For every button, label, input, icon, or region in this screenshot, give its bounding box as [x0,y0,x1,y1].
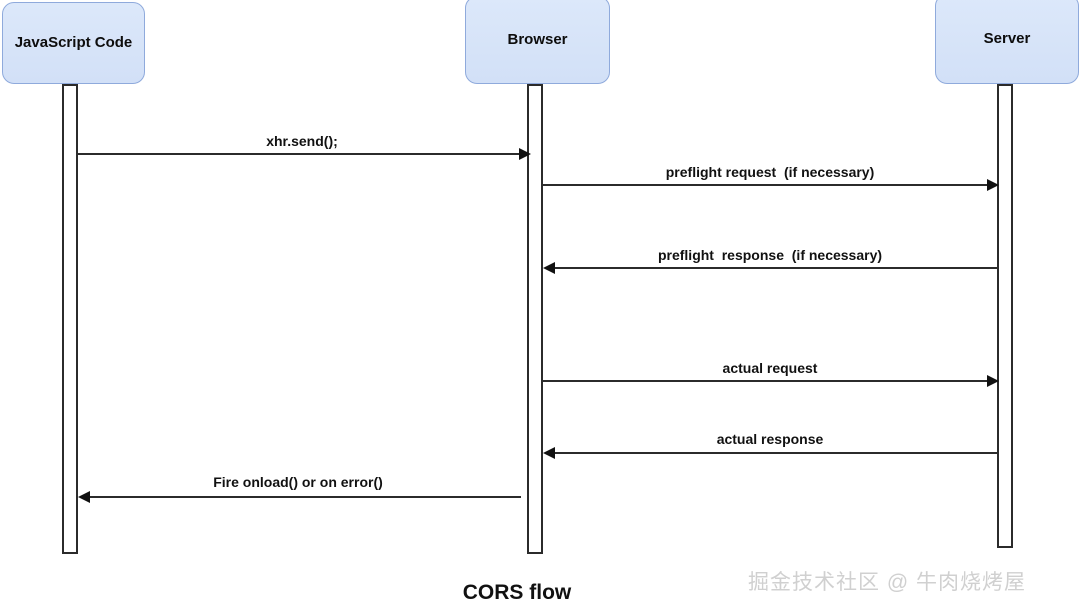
message-label-xhr-send: xhr.send(); [266,133,338,149]
lifeline-server [997,84,1013,548]
actor-box-browser: Browser [465,0,610,84]
message-label-actual-response: actual response [716,431,824,447]
message-line-actual-request [543,380,991,382]
actor-box-server: Server [935,0,1079,84]
arrowhead-left-icon-fire-onload [78,491,90,503]
message-label-preflight-response: preflight response (if necessary) [657,247,883,263]
actor-label-server: Server [983,29,1031,47]
message-label-preflight-request: preflight request (if necessary) [665,164,875,180]
message-line-preflight-response [550,267,997,269]
lifeline-browser [527,84,543,554]
message-label-actual-request: actual request [722,360,818,376]
message-line-fire-onload [85,496,521,498]
diagram-caption: CORS flow [462,581,572,604]
watermark-text: 掘金技术社区 @ 牛肉烧烤屋 [748,571,1026,594]
arrowhead-left-icon-actual-response [543,447,555,459]
message-line-xhr-send [78,153,521,155]
message-label-fire-onload: Fire onload() or on error() [213,474,383,490]
actor-label-browser: Browser [507,30,568,48]
arrowhead-left-icon-preflight-response [543,262,555,274]
message-line-actual-response [550,452,997,454]
arrowhead-right-icon-actual-request [987,375,999,387]
arrowhead-right-icon-xhr-send [519,148,531,160]
arrowhead-right-icon-preflight-request [987,179,999,191]
actor-box-javascript-code: JavaScript Code [2,2,145,84]
actor-label-javascript-code: JavaScript Code [14,33,133,51]
lifeline-javascript-code [62,84,78,554]
message-line-preflight-request [543,184,991,186]
